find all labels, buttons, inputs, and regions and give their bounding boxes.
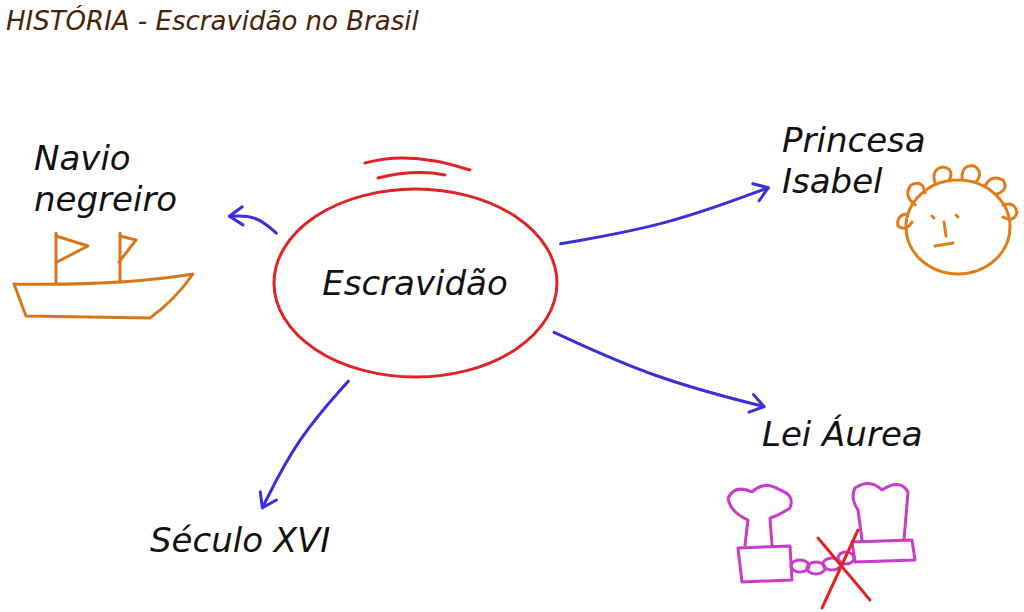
arrow-connector (561, 184, 769, 244)
arrow-head (229, 207, 243, 225)
node-text: Lei Áurea (762, 414, 923, 455)
topic-node: Século XVI (146, 516, 334, 565)
arrow-connector (554, 332, 764, 412)
connector-line (229, 216, 276, 233)
topic-node: Navio negreiro (30, 134, 220, 224)
ellipse-strokes (365, 158, 470, 178)
node-text: Princesa Isabel (782, 120, 954, 202)
node-text: Século XVI (150, 520, 330, 561)
node-text: Escravidão (322, 263, 508, 304)
cross-mark (818, 530, 870, 608)
shackles-drawing (728, 483, 915, 582)
connector-line (554, 332, 764, 406)
connector-line (262, 381, 348, 508)
connector-line (561, 188, 769, 244)
ellipse-shape (274, 189, 557, 377)
topic-node: Princesa Isabel (778, 116, 958, 206)
ship-drawing (14, 233, 193, 318)
topic-node: Lei Áurea (758, 410, 927, 459)
arrow-connector (229, 207, 276, 233)
node-text: Navio negreiro (34, 138, 216, 220)
topic-ellipse: Escravidão (271, 186, 560, 380)
arrow-head (749, 395, 764, 413)
face-drawing (898, 166, 1017, 274)
arrow-head (753, 184, 769, 201)
arrow-connector (260, 381, 348, 508)
arrow-head (260, 492, 276, 508)
diagram-title: HISTÓRIA - Escravidão no Brasil (6, 6, 419, 36)
